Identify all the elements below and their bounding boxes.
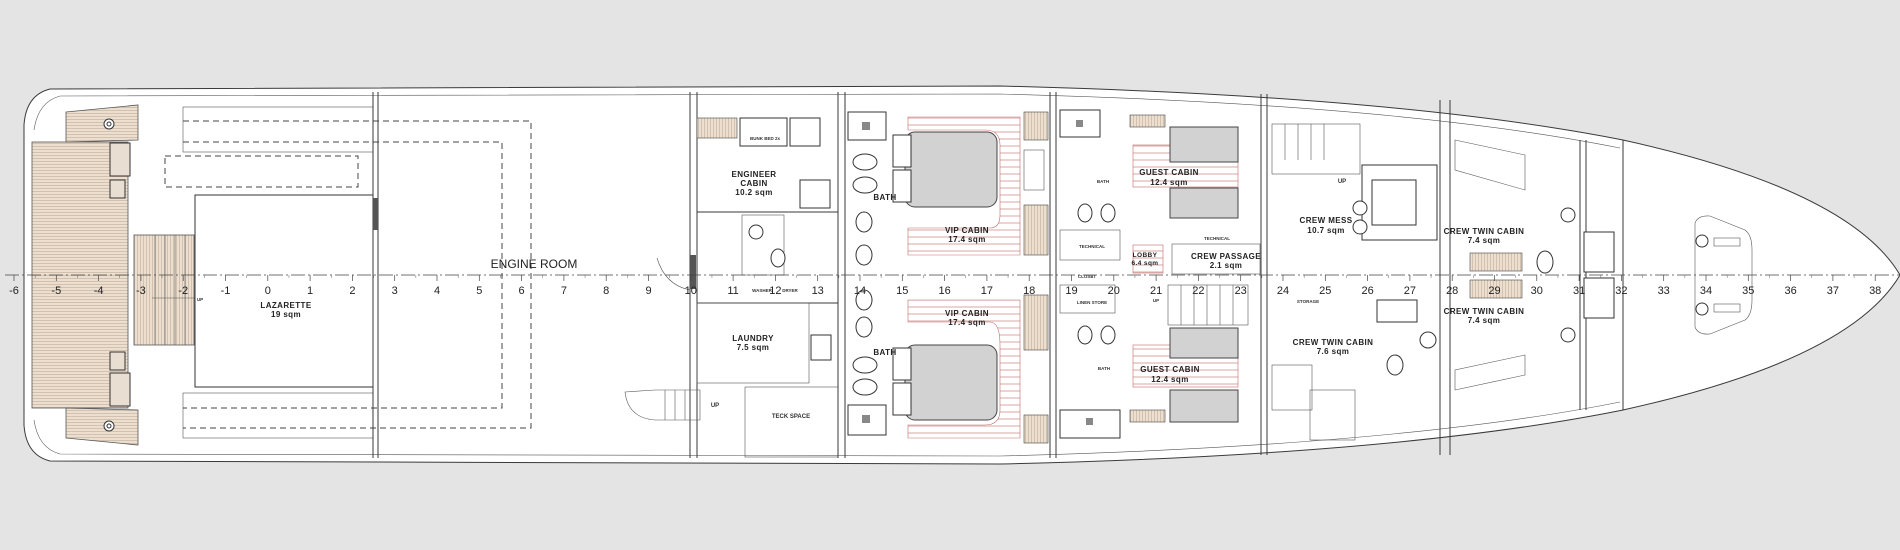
frame-label: 14 bbox=[854, 285, 866, 297]
dryer-label: DRYER bbox=[782, 288, 798, 293]
guest-cabin-upper-area: 12.4 sqm bbox=[1150, 178, 1187, 187]
frame-label: -6 bbox=[9, 285, 19, 297]
lobby-area: 6.4 sqm bbox=[1131, 260, 1158, 267]
crew-mess-area: 10.7 sqm bbox=[1307, 226, 1344, 235]
frame-label: 34 bbox=[1700, 285, 1712, 297]
frame-label: 19 bbox=[1065, 285, 1077, 297]
frame-label: 35 bbox=[1742, 285, 1754, 297]
guest-cabin-upper-label: GUEST CABIN bbox=[1139, 168, 1199, 177]
frame-label: 26 bbox=[1361, 285, 1373, 297]
frame-label: 13 bbox=[812, 285, 824, 297]
crew-passage-room bbox=[1171, 243, 1261, 275]
lazarette-area: 19 sqm bbox=[271, 310, 301, 319]
frame-label: -4 bbox=[94, 285, 104, 297]
frame-label: 31 bbox=[1573, 285, 1585, 297]
frame-label: 2 bbox=[349, 285, 355, 297]
frame-label: 29 bbox=[1488, 285, 1500, 297]
engine-room-label: ENGINE ROOM bbox=[491, 257, 578, 271]
lazarette-room bbox=[194, 194, 374, 388]
bath-label-upper: BATH bbox=[873, 193, 896, 202]
frame-label: 32 bbox=[1615, 285, 1627, 297]
frame-label: 17 bbox=[981, 285, 993, 297]
frame-label: 30 bbox=[1531, 285, 1543, 297]
frame-label: 3 bbox=[392, 285, 398, 297]
frame-label: -3 bbox=[136, 285, 146, 297]
frame-label: 7 bbox=[561, 285, 567, 297]
vip-cabin-lower-area: 17.4 sqm bbox=[948, 318, 985, 327]
vip-bed-upper bbox=[904, 131, 998, 208]
crew-twin-cabin-1-label: CREW TWIN CABIN bbox=[1444, 227, 1525, 236]
bath-label-lower: BATH bbox=[873, 348, 896, 357]
laundry-label: LAUNDRY bbox=[732, 334, 774, 343]
frame-label: 5 bbox=[476, 285, 482, 297]
technical-label: TECHNICAL bbox=[1079, 244, 1105, 249]
frame-label: 28 bbox=[1446, 285, 1458, 297]
engineer-cabin-area: 10.2 sqm bbox=[735, 188, 772, 197]
crew-twin-cabin-2-label: CREW TWIN CABIN bbox=[1444, 307, 1525, 316]
frame-label: 20 bbox=[1108, 285, 1120, 297]
crew-twin-cabin-1-area: 7.4 sqm bbox=[1468, 236, 1501, 245]
vip-cabin-upper-area: 17.4 sqm bbox=[948, 235, 985, 244]
frame-label: 0 bbox=[265, 285, 271, 297]
storage-label: STORAGE bbox=[1297, 299, 1319, 304]
vip-cabin-lower-label: VIP CABIN bbox=[945, 309, 989, 318]
frame-label: 15 bbox=[896, 285, 908, 297]
frame-label: 6 bbox=[519, 285, 525, 297]
closet-label: CLOSET bbox=[1078, 274, 1097, 279]
frame-label: 8 bbox=[603, 285, 609, 297]
linen-store-label: LINEN STORE bbox=[1077, 300, 1107, 305]
teck-space-label: TECK SPACE bbox=[772, 414, 810, 420]
washer-label: WASHER bbox=[752, 288, 773, 293]
frame-label: 18 bbox=[1023, 285, 1035, 297]
up-label-engine: UP bbox=[711, 403, 719, 409]
laundry-area: 7.5 sqm bbox=[737, 343, 770, 352]
guest-cabin-lower-area: 12.4 sqm bbox=[1151, 375, 1188, 384]
crew-twin-cabin-3-area: 7.6 sqm bbox=[1317, 347, 1350, 356]
frame-label: 38 bbox=[1869, 285, 1881, 297]
frame-label: 33 bbox=[1658, 285, 1670, 297]
guest-bath-lower-label: BATH bbox=[1098, 366, 1110, 371]
frame-label: 24 bbox=[1277, 285, 1289, 297]
guest-bath-upper-label: BATH bbox=[1097, 179, 1109, 184]
lobby-label: LOBBY bbox=[1133, 252, 1158, 259]
anchor-windlass-area bbox=[1694, 215, 1753, 335]
crew-twin-cabin-3-label: CREW TWIN CABIN bbox=[1293, 338, 1374, 347]
frame-label: 9 bbox=[645, 285, 651, 297]
frame-label: 16 bbox=[938, 285, 950, 297]
frame-label: 12 bbox=[769, 285, 781, 297]
stern-stairs[interactable] bbox=[133, 234, 195, 346]
up-label-crew: UP bbox=[1338, 179, 1346, 185]
engineer-cabin-label-1: ENGINEER bbox=[732, 170, 777, 179]
up-label-stern: UP bbox=[197, 297, 203, 302]
frame-label: 4 bbox=[434, 285, 440, 297]
frame-label: 37 bbox=[1827, 285, 1839, 297]
up-label-lobby: UP bbox=[1153, 298, 1159, 303]
vip-bed-lower bbox=[904, 344, 998, 421]
frame-label: -1 bbox=[221, 285, 231, 297]
crew-twin-cabin-2-area: 7.4 sqm bbox=[1468, 316, 1501, 325]
frame-label: 25 bbox=[1319, 285, 1331, 297]
crew-passage-area: 2.1 sqm bbox=[1210, 261, 1243, 270]
frame-label: 22 bbox=[1192, 285, 1204, 297]
frame-label: -5 bbox=[51, 285, 61, 297]
frame-label: -2 bbox=[178, 285, 188, 297]
crew-mess-label: CREW MESS bbox=[1300, 216, 1353, 225]
frame-label: 27 bbox=[1404, 285, 1416, 297]
frame-label: 10 bbox=[685, 285, 697, 297]
guest-cabin-lower-label: GUEST CABIN bbox=[1140, 365, 1200, 374]
vip-cabin-upper-label: VIP CABIN bbox=[945, 226, 989, 235]
frame-label: 21 bbox=[1150, 285, 1162, 297]
engineer-cabin-label-2: CABIN bbox=[740, 179, 767, 188]
crew-passage-label: CREW PASSAGE bbox=[1191, 252, 1261, 261]
frame-label: 1 bbox=[307, 285, 313, 297]
technical-label-2: TECHNICAL bbox=[1204, 236, 1230, 241]
lazarette-label: LAZARETTE bbox=[260, 301, 311, 310]
frame-label: 36 bbox=[1784, 285, 1796, 297]
bunk-bed-label: BUNK BED 2x bbox=[750, 136, 781, 141]
frame-label: 11 bbox=[727, 285, 738, 297]
frame-label: 23 bbox=[1235, 285, 1247, 297]
